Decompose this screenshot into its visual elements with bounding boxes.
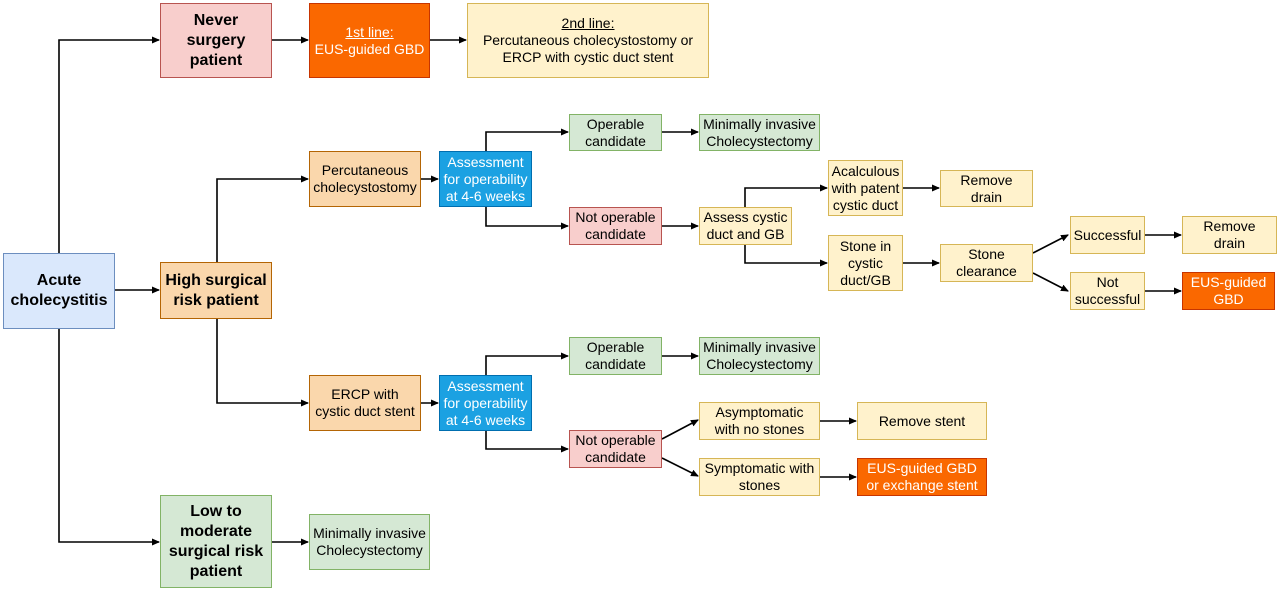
stone-in-cystic-node: Stone in cystic duct/GB [828, 235, 903, 291]
ercp-stent-node: ERCP with cystic duct stent [309, 375, 421, 431]
first-line-label: 1st line: [345, 23, 394, 40]
assess-cystic-duct-node: Assess cystic duct and GB [699, 207, 792, 245]
acalculous-node: Acalculous with patent cystic duct [828, 160, 903, 216]
first-line-node: 1st line: EUS-guided GBD [309, 3, 430, 78]
low-risk-node: Low to moderate surgical risk patient [160, 495, 272, 588]
not-successful-node: Not successful [1070, 272, 1145, 310]
high-risk-node: High surgical risk patient [160, 262, 272, 319]
symptomatic-node: Symptomatic with stones [699, 458, 820, 496]
mic-1-node: Minimally invasive Cholecystectomy [699, 114, 820, 151]
operable-candidate-2-node: Operable candidate [569, 337, 662, 375]
asymptomatic-node: Asymptomatic with no stones [699, 402, 820, 440]
edge-acute-never [58, 36, 160, 253]
edge-clearance-notsuccessful [1032, 272, 1069, 292]
assessment-operability-2-node: Assessment for operability at 4-6 weeks [439, 375, 532, 431]
acute-cholecystitis-node: Acute cholecystitis [3, 253, 115, 329]
edge-notop2-sym [661, 457, 699, 477]
low-risk-mic-node: Minimally invasive Cholecystectomy [309, 514, 430, 570]
second-line-text: Percutaneous cholecystostomy or ERCP wit… [482, 32, 694, 65]
mic-2-node: Minimally invasive Cholecystectomy [699, 337, 820, 375]
edge-assess1-operable [485, 128, 569, 151]
percutaneous-cholecystostomy-node: Percutaneous cholecystostomy [309, 151, 421, 207]
edge-cystic-stone [744, 245, 828, 267]
edge-assess2-notop [485, 431, 569, 453]
eus-or-exchange-stent-node: EUS-guided GBD or exchange stent [857, 458, 987, 496]
remove-drain-1-node: Remove drain [940, 170, 1033, 207]
edge-assess1-notop [485, 207, 569, 230]
edge-high-perc [216, 175, 309, 262]
edge-clearance-successful [1032, 234, 1069, 254]
first-line-text: EUS-guided GBD [314, 40, 425, 57]
remove-drain-2-node: Remove drain [1182, 216, 1277, 254]
not-operable-1-node: Not operable candidate [569, 207, 662, 245]
edge-acute-low [58, 329, 160, 546]
eus-guided-gbd-node: EUS-guided GBD [1182, 272, 1275, 310]
remove-stent-node: Remove stent [857, 402, 987, 440]
assessment-operability-1-node: Assessment for operability at 4-6 weeks [439, 151, 532, 207]
stone-clearance-node: Stone clearance [940, 244, 1033, 282]
never-surgery-node: Never surgery patient [160, 3, 272, 78]
second-line-node: 2nd line: Percutaneous cholecystostomy o… [467, 3, 709, 78]
not-operable-2-node: Not operable candidate [569, 430, 662, 468]
edge-notop2-asym [661, 419, 699, 440]
edge-cystic-acalculous [744, 184, 828, 207]
successful-node: Successful [1070, 216, 1145, 254]
second-line-label: 2nd line: [561, 15, 615, 31]
edge-assess2-operable [485, 352, 569, 375]
operable-candidate-1-node: Operable candidate [569, 114, 662, 151]
edge-high-ercp [216, 319, 309, 407]
